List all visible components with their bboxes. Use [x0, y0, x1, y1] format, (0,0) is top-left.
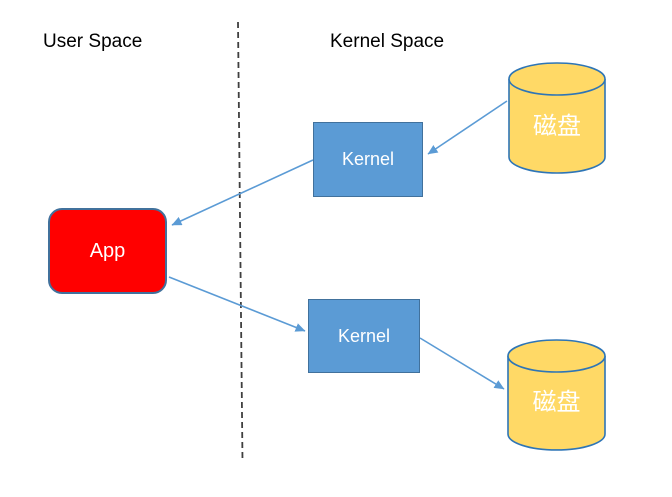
- arrow-app-to-kernel-bottom: [168, 276, 306, 332]
- disk-bottom-cylinder: [507, 339, 606, 451]
- user-space-label: User Space: [43, 31, 143, 52]
- kernel-top-node-label: Kernel: [341, 149, 395, 169]
- app-node-label: App: [89, 239, 126, 262]
- app-node: App: [48, 208, 167, 294]
- disk-top-cylinder: [508, 62, 606, 174]
- arrow-kernel-top-to-app: [171, 159, 314, 226]
- arrow-kernel-bottom-to-disk-bottom: [419, 337, 505, 390]
- space-divider-dashed-line: [237, 21, 244, 463]
- kernel-top-node: Kernel: [313, 122, 423, 197]
- arrow-disk-top-to-kernel-top: [427, 100, 508, 155]
- kernel-space-label: Kernel Space: [330, 31, 445, 52]
- kernel-bottom-node-label: Kernel: [337, 325, 391, 346]
- kernel-bottom-node: Kernel: [308, 299, 420, 373]
